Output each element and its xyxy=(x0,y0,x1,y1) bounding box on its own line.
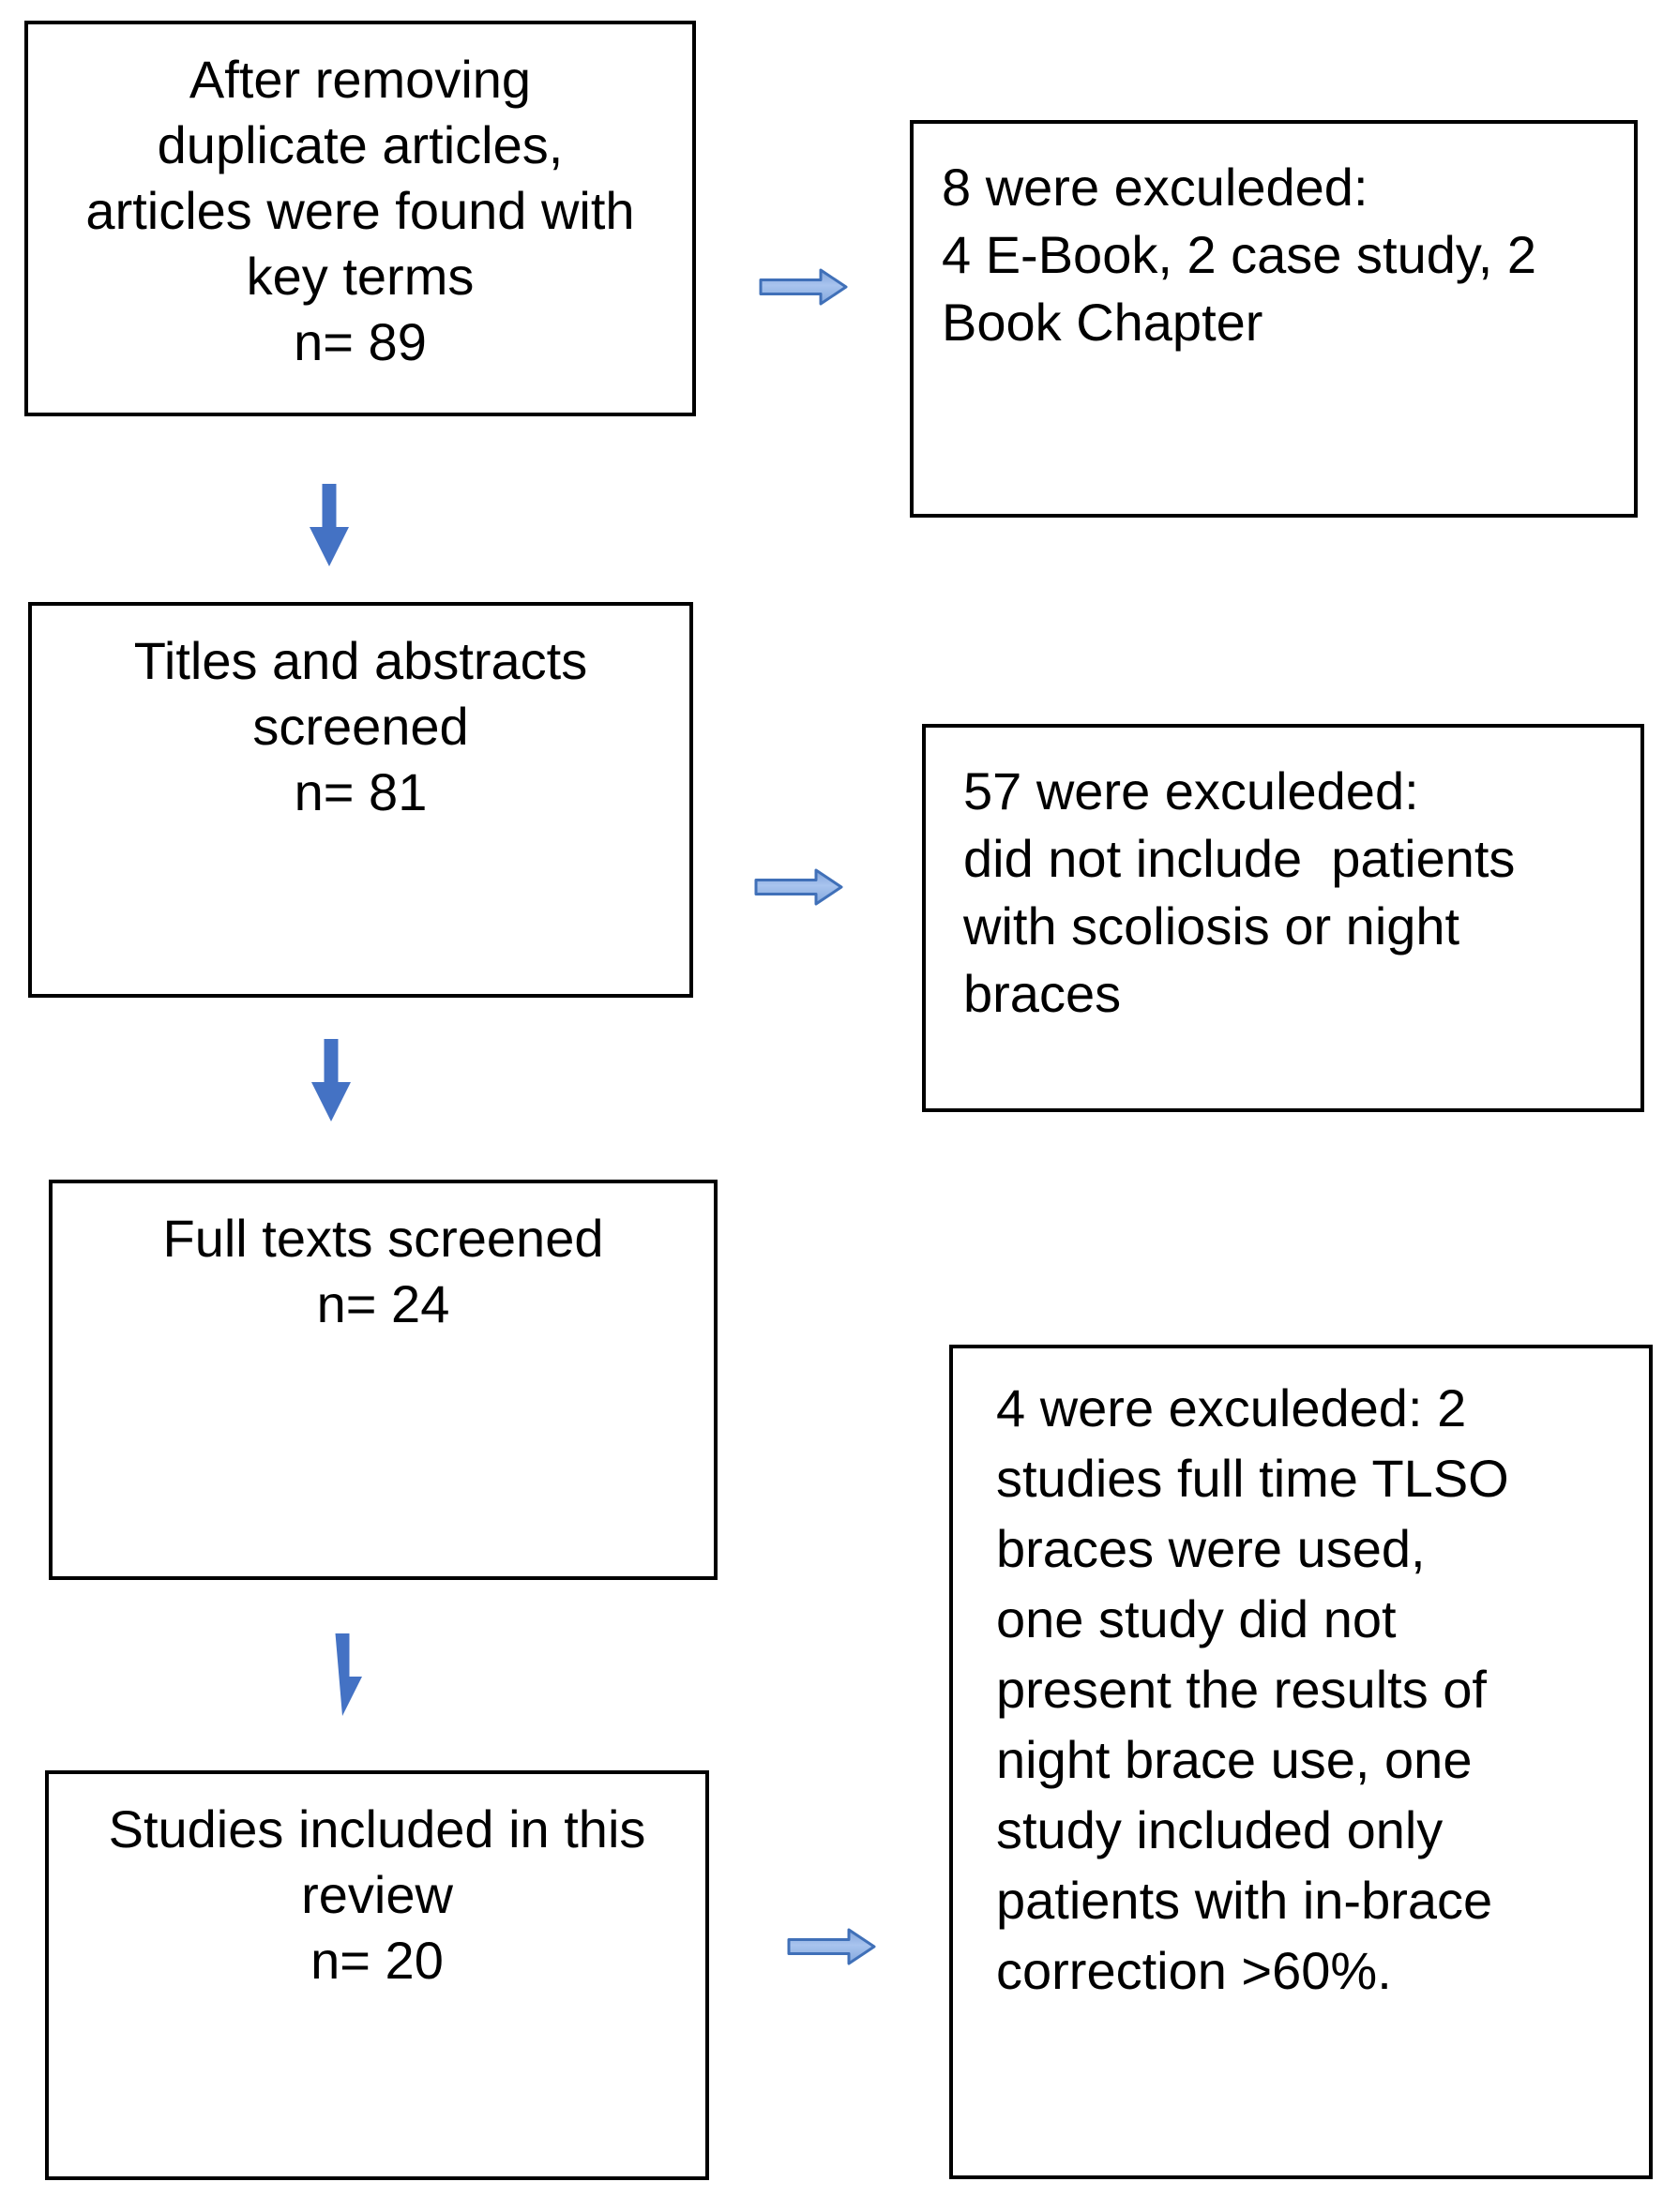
flow-box-excluded-no-scoliosis: 57 were exculeded: did not include patie… xyxy=(922,724,1644,1112)
flow-box-excluded-ebooks-text: 8 were exculeded: 4 E-Book, 2 case study… xyxy=(942,158,1536,352)
down-arrow-icon xyxy=(323,1633,362,1716)
right-arrow-icon xyxy=(787,1928,876,1965)
down-arrow-icon xyxy=(310,484,349,566)
flow-box-excluded-fulltime-tlso: 4 were exculeded: 2 studies full time TL… xyxy=(949,1345,1653,2179)
flow-box-full-texts-screened: Full texts screened n= 24 xyxy=(49,1180,718,1580)
flow-box-studies-included-text: Studies included in this review n= 20 xyxy=(108,1799,646,1990)
down-arrow-icon xyxy=(311,1039,351,1121)
flow-box-titles-abstracts-screened-text: Titles and abstracts screened n= 81 xyxy=(133,631,588,821)
flow-box-studies-included: Studies included in this review n= 20 xyxy=(45,1770,709,2180)
right-arrow-icon xyxy=(754,868,843,906)
flow-box-titles-abstracts-screened: Titles and abstracts screened n= 81 xyxy=(28,602,693,998)
flow-box-full-texts-screened-text: Full texts screened n= 24 xyxy=(162,1209,604,1333)
flow-box-search-results: After removing duplicate articles, artic… xyxy=(24,21,696,416)
flow-box-search-results-text: After removing duplicate articles, artic… xyxy=(85,50,635,371)
flow-box-excluded-fulltime-tlso-text: 4 were exculeded: 2 studies full time TL… xyxy=(996,1378,1509,2000)
flow-box-excluded-ebooks: 8 were exculeded: 4 E-Book, 2 case study… xyxy=(910,120,1638,518)
flow-box-excluded-no-scoliosis-text: 57 were exculeded: did not include patie… xyxy=(963,761,1516,1023)
right-arrow-icon xyxy=(759,268,848,306)
